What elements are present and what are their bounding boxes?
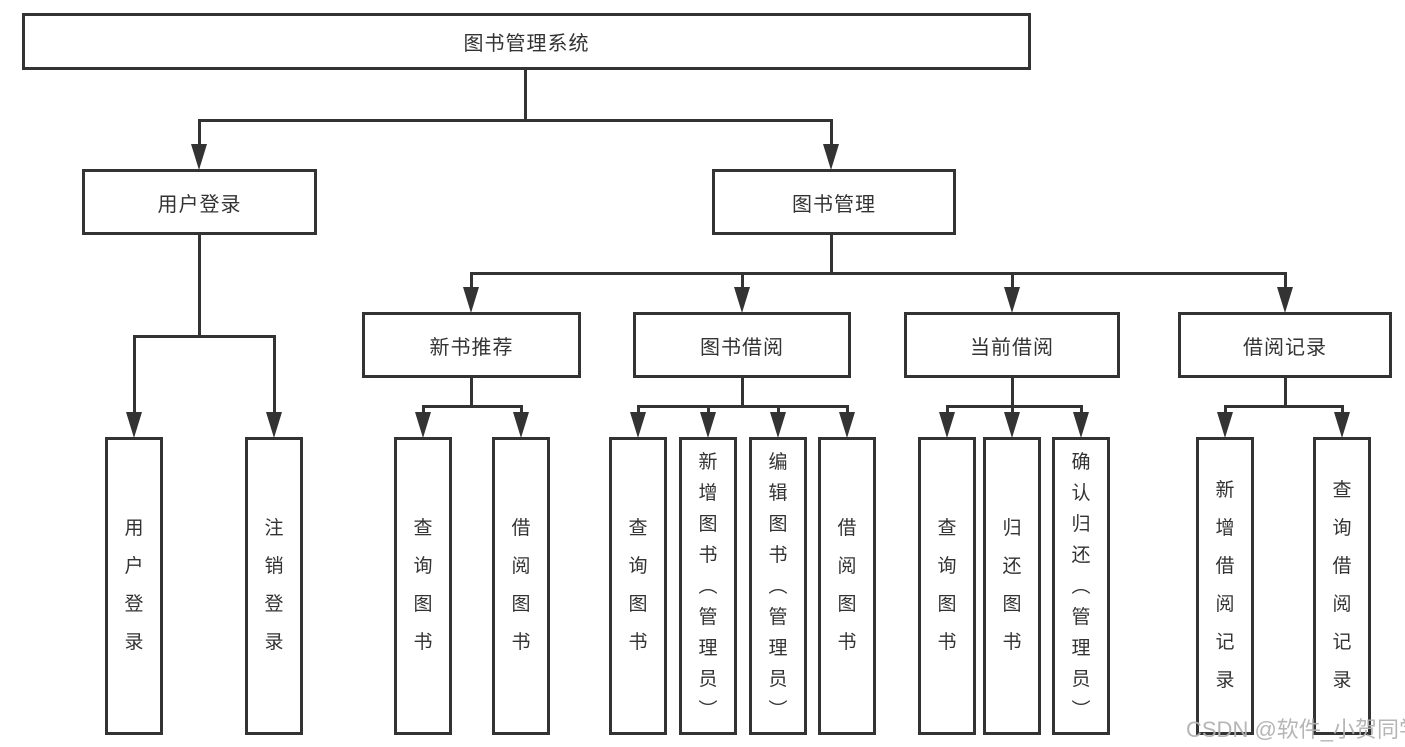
- leaf-borrow-edit-books-admin: 编辑图书︵管理员︶: [749, 437, 807, 735]
- connector-l1-right-stem: [830, 119, 833, 146]
- arrowhead-icon: [513, 412, 529, 438]
- arrowhead-icon: [839, 412, 855, 438]
- arrowhead-icon: [1004, 412, 1020, 438]
- connector-newbook-stem: [470, 378, 473, 408]
- connector-current-stem: [1011, 378, 1014, 408]
- connector-login-leaf2-stem: [273, 335, 276, 413]
- arrowhead-icon: [1277, 287, 1293, 313]
- node-root: 图书管理系统: [22, 13, 1031, 70]
- connector-mgmt-bus: [470, 272, 1287, 275]
- connector-leaf-stem: [946, 405, 949, 415]
- leaf-newbook-borrow-books: 借阅图书: [492, 437, 550, 735]
- leaf-borrow-borrow-books: 借阅图书: [818, 437, 876, 735]
- arrowhead-icon: [770, 412, 786, 438]
- arrowhead-icon: [1004, 287, 1020, 313]
- connector-login-bus: [133, 335, 276, 338]
- connector-mgmt-stem: [830, 235, 833, 272]
- arrowhead-icon: [1217, 412, 1233, 438]
- connector-leaf-stem: [1224, 405, 1227, 415]
- arrowhead-icon: [266, 412, 282, 438]
- node-book-management: 图书管理: [712, 169, 956, 235]
- arrowhead-icon: [823, 144, 839, 170]
- leaf-current-return-books: 归还图书: [983, 437, 1041, 735]
- connector-newbook-bus: [422, 405, 522, 408]
- connector-leaf-stem: [1080, 405, 1083, 415]
- leaf-borrow-add-books-admin: 新增图书︵管理员︶: [679, 437, 737, 735]
- connector-l2-stem: [470, 272, 473, 290]
- connector-root-stem: [524, 70, 527, 119]
- connector-borrow-stem: [741, 378, 744, 408]
- connector-leaf-stem: [637, 405, 640, 415]
- node-current-borrow: 当前借阅: [904, 312, 1120, 378]
- connector-login-stem: [198, 235, 201, 335]
- leaf-newbook-query-books: 查询图书: [394, 437, 452, 735]
- connector-l2-stem: [1284, 272, 1287, 290]
- connector-records-bus: [1224, 405, 1343, 408]
- connector-borrow-bus: [637, 405, 848, 408]
- leaf-user-login: 用户登录: [105, 437, 163, 735]
- connector-leaf-stem: [846, 405, 849, 415]
- connector-root-bus: [198, 119, 832, 122]
- leaf-current-confirm-return-admin: 确认归还︵管理员︶: [1052, 437, 1110, 735]
- leaf-records-query-record: 查询借阅记录: [1313, 437, 1371, 735]
- arrowhead-icon: [939, 412, 955, 438]
- connector-leaf-stem: [1011, 405, 1014, 415]
- connector-login-leaf1-stem: [133, 335, 136, 413]
- connector-leaf-stem: [777, 405, 780, 415]
- connector-leaf-stem: [707, 405, 710, 415]
- connector-leaf-stem: [1341, 405, 1344, 415]
- arrowhead-icon: [1073, 412, 1089, 438]
- node-new-book-recommend: 新书推荐: [362, 312, 581, 378]
- leaf-current-query-books: 查询图书: [918, 437, 976, 735]
- leaf-records-add-record: 新增借阅记录: [1196, 437, 1254, 735]
- connector-l2-stem: [741, 272, 744, 290]
- arrowhead-icon: [191, 144, 207, 170]
- leaf-logout: 注销登录: [245, 437, 303, 735]
- connector-leaf-stem: [520, 405, 523, 415]
- arrowhead-icon: [734, 287, 750, 313]
- connector-l1-left-stem: [198, 119, 201, 146]
- arrowhead-icon: [1334, 412, 1350, 438]
- csdn-watermark: CSDN @软件_小贺同学: [1186, 717, 1405, 742]
- node-user-login: 用户登录: [82, 169, 317, 235]
- arrowhead-icon: [415, 412, 431, 438]
- connector-l2-stem: [1011, 272, 1014, 290]
- arrowhead-icon: [463, 287, 479, 313]
- arrowhead-icon: [700, 412, 716, 438]
- node-book-borrow: 图书借阅: [633, 312, 851, 378]
- connector-leaf-stem: [422, 405, 425, 415]
- connector-records-stem: [1284, 378, 1287, 408]
- node-borrow-records: 借阅记录: [1178, 312, 1392, 378]
- arrowhead-icon: [126, 412, 142, 438]
- arrowhead-icon: [630, 412, 646, 438]
- leaf-borrow-query-books: 查询图书: [609, 437, 667, 735]
- connector-current-bus: [946, 405, 1082, 408]
